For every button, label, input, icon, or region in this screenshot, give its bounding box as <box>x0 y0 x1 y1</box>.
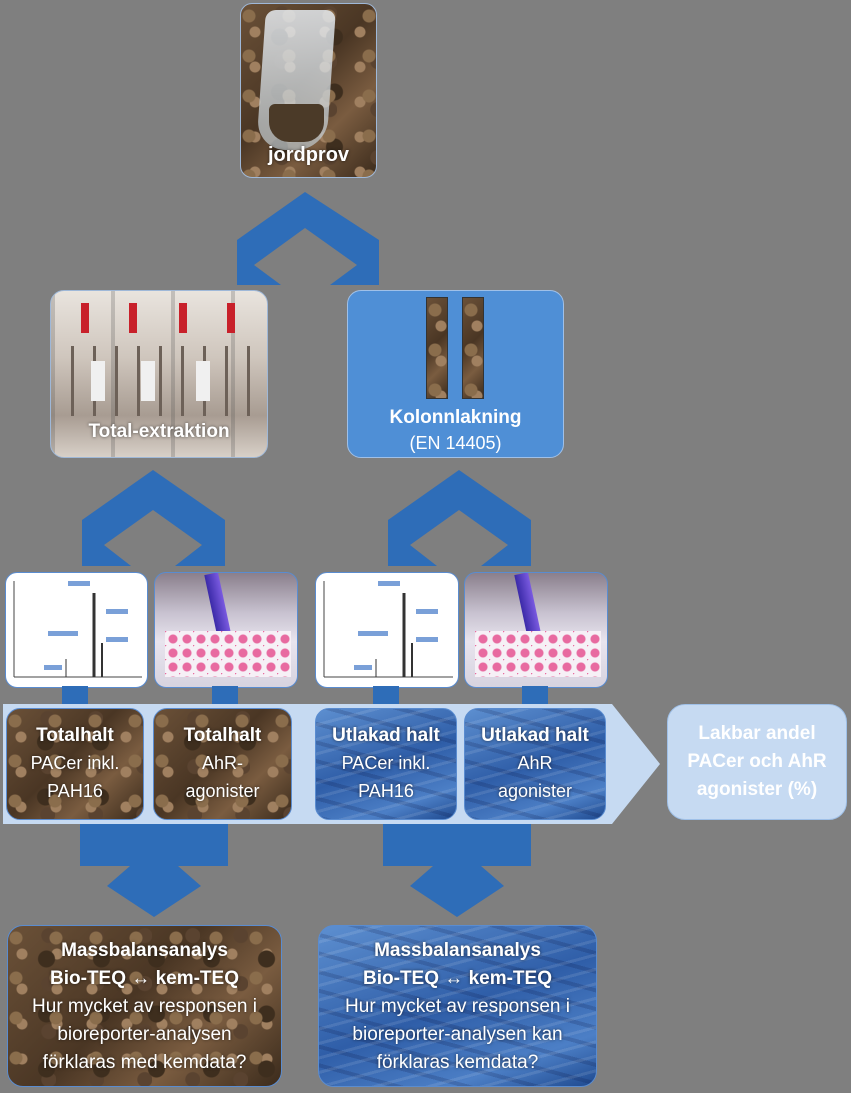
mass-balance-question: förklaras kemdata? <box>376 1052 539 1073</box>
connector <box>212 686 238 704</box>
chromatogram-right-plot <box>323 581 453 678</box>
soil-sample-label: jordprov <box>267 144 350 166</box>
mass-balance-box-left: Massbalansanalys Bio-TEQ ↔ kem-TEQ Hur m… <box>7 925 282 1087</box>
leachable-line: PACer och AhR <box>687 751 827 772</box>
leachable-line: agonister (%) <box>696 779 818 800</box>
result-box-total-ahr: Totalhalt AhR- agonister <box>153 708 292 820</box>
result-line: agonister <box>497 781 573 801</box>
soil-sample-photo: jordprov <box>240 3 377 178</box>
mass-balance-question: Hur mycket av responsen i <box>32 996 257 1017</box>
result-line: PAH16 <box>47 781 103 801</box>
apparatus-detail <box>129 303 137 333</box>
mass-balance-title: Massbalansanalys <box>374 940 541 961</box>
result-line: AhR- <box>201 753 243 773</box>
result-title: Utlakad halt <box>332 725 440 746</box>
result-box-leached-pac: Utlakad halt PACer inkl. PAH16 <box>315 708 457 820</box>
soil-column-right <box>462 297 484 399</box>
apparatus-detail <box>227 303 235 333</box>
result-title: Totalhalt <box>183 725 262 746</box>
well-plate <box>165 631 291 677</box>
apparatus-detail <box>81 303 89 333</box>
column-leaching-label: Kolonnlakning <box>389 407 522 428</box>
mass-balance-title: Massbalansanalys <box>61 940 228 961</box>
result-line: PAH16 <box>358 781 414 801</box>
connector <box>522 686 548 704</box>
apparatus-detail <box>91 361 105 401</box>
well-plate <box>475 631 601 677</box>
chromatogram-left-plot <box>13 581 142 678</box>
apparatus-detail <box>141 361 155 401</box>
mass-balance-subtitle: Bio-TEQ ↔ kem-TEQ <box>363 968 552 989</box>
apparatus-detail <box>179 303 187 333</box>
mass-balance-question: bioreporter-analysen kan <box>352 1024 563 1045</box>
total-extraction-label: Total-extraktion <box>88 421 230 442</box>
connector <box>62 686 88 704</box>
microplate-photo-left <box>154 572 298 688</box>
column-leaching-standard: (EN 14405) <box>409 433 502 453</box>
mass-balance-question: bioreporter-analysen <box>57 1024 232 1045</box>
mass-balance-question: förklaras med kemdata? <box>42 1052 247 1073</box>
connector <box>373 686 399 704</box>
chromatogram-right <box>315 572 459 688</box>
total-extraction-photo: Total-extraktion <box>50 290 268 458</box>
column-leaching-box: Kolonnlakning (EN 14405) <box>347 290 564 458</box>
result-box-leached-ahr: Utlakad halt AhR agonister <box>464 708 606 820</box>
mass-balance-question: Hur mycket av responsen i <box>345 996 570 1017</box>
leachable-fraction-box: Lakbar andel PACer och AhR agonister (%) <box>667 704 847 820</box>
result-line: PACer inkl. <box>341 753 431 773</box>
microplate-photo-right <box>464 572 608 688</box>
mass-balance-subtitle: Bio-TEQ ↔ kem-TEQ <box>50 968 239 989</box>
bag-contents <box>269 104 324 142</box>
soil-column-left <box>426 297 448 399</box>
apparatus-detail <box>196 361 210 401</box>
result-title: Totalhalt <box>36 725 114 746</box>
result-box-total-pac: Totalhalt PACer inkl. PAH16 <box>6 708 144 820</box>
result-line: agonister <box>185 781 260 801</box>
mass-balance-box-right: Massbalansanalys Bio-TEQ ↔ kem-TEQ Hur m… <box>318 925 597 1087</box>
chromatogram-left <box>5 572 148 688</box>
result-line: AhR <box>517 753 553 773</box>
result-title: Utlakad halt <box>481 725 589 746</box>
leachable-line: Lakbar andel <box>698 723 816 744</box>
result-line: PACer inkl. <box>30 753 120 773</box>
